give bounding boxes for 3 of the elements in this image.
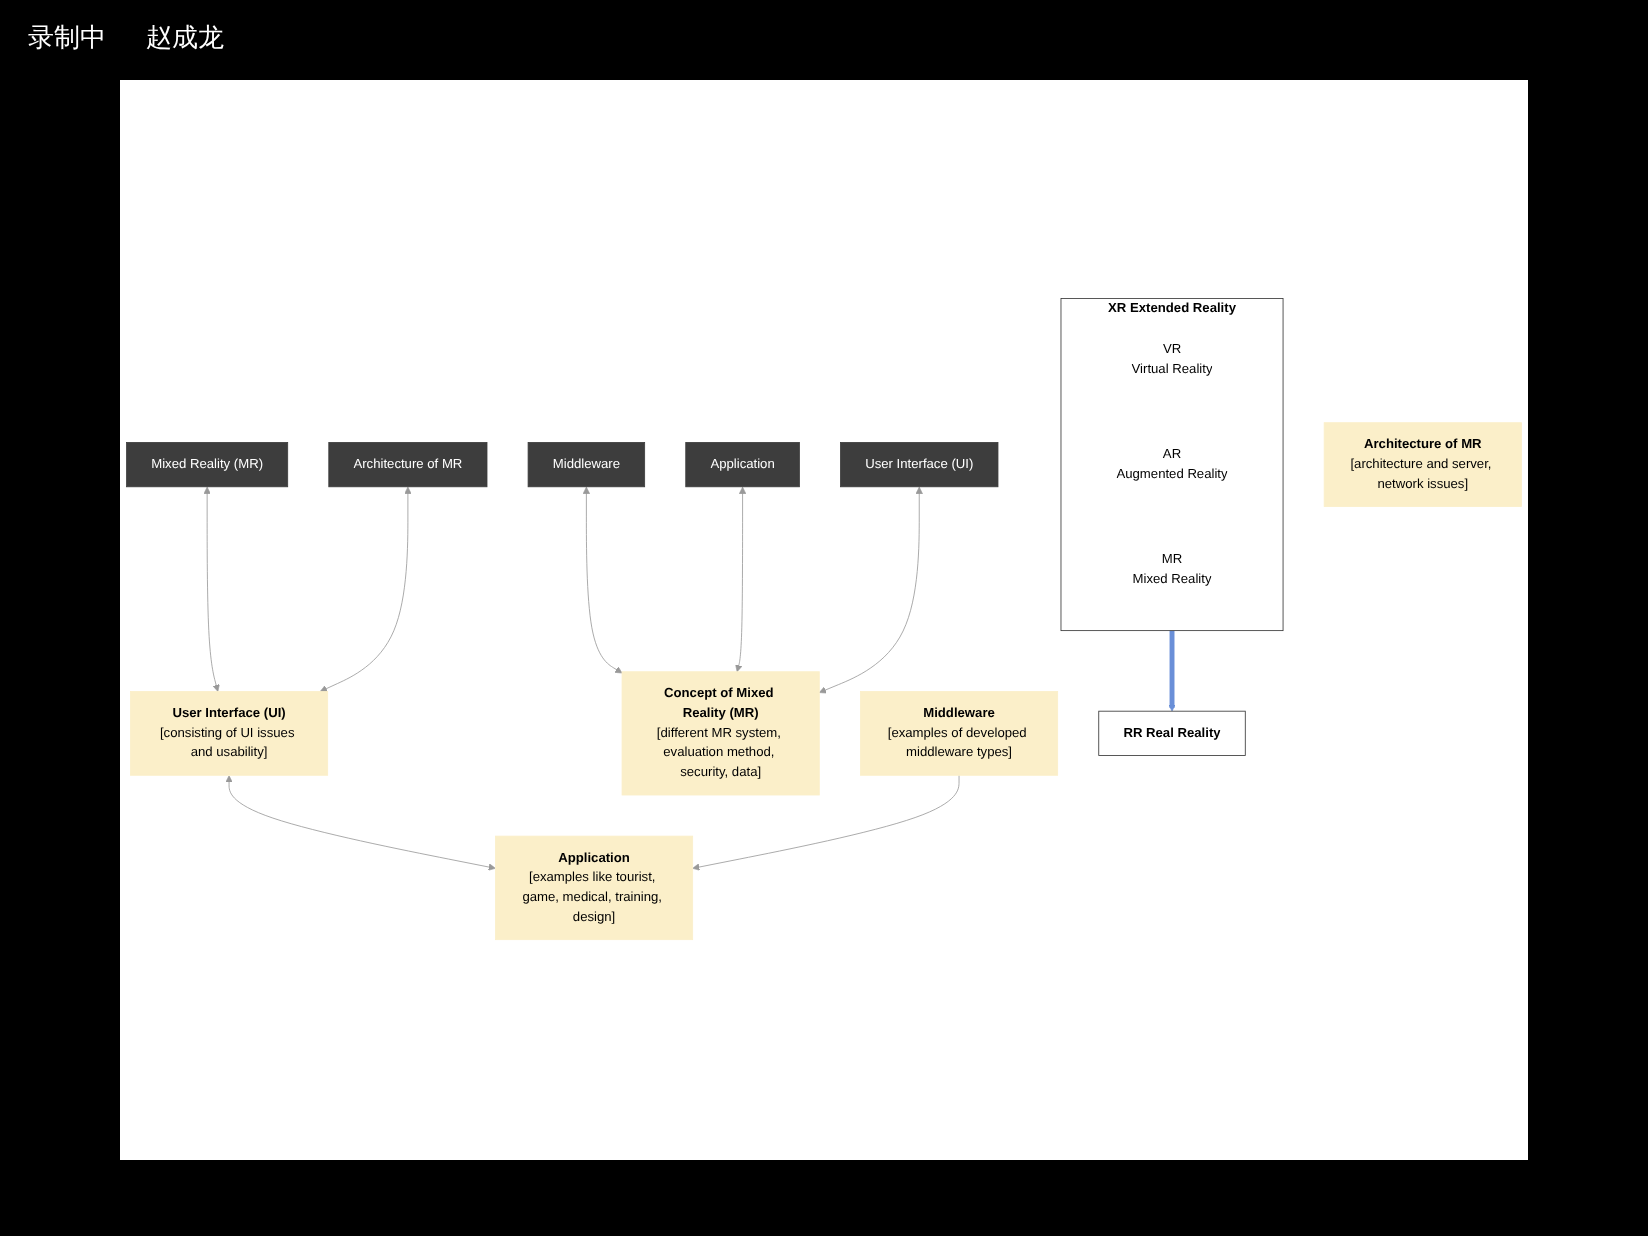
status-text: 录制中 xyxy=(26,20,108,56)
arrow xyxy=(1168,631,1176,713)
status-text: 赵成龙 xyxy=(144,20,226,56)
